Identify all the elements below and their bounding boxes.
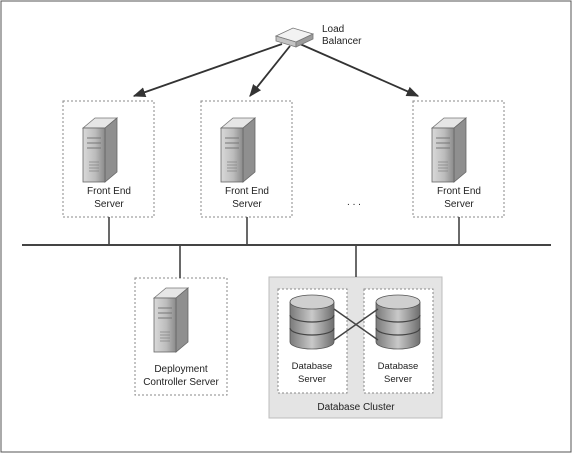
server-tower-icon <box>82 117 118 183</box>
front-end-label-line1: Front End <box>437 186 481 197</box>
front-end-label-line1: Front End <box>87 186 131 197</box>
server-tower-icon <box>153 287 189 353</box>
front-end-label-line2: Server <box>444 199 474 210</box>
database-server-label-line1: Database <box>292 361 333 372</box>
load-balancer-icon <box>274 27 315 48</box>
replication-link-2 <box>333 308 379 341</box>
database-server-label-line2: Server <box>298 374 326 385</box>
server-tower-icon <box>220 117 256 183</box>
ellipsis: . . . <box>347 197 361 208</box>
deployment-label-line1: Deployment <box>154 364 208 375</box>
front-end-label-line1: Front End <box>225 186 269 197</box>
load-balancer-label-line1: Load <box>322 24 344 35</box>
database-server-label-line2: Server <box>384 374 412 385</box>
front-end-label-line2: Server <box>94 199 124 210</box>
database-cluster-label: Database Cluster <box>317 402 395 413</box>
arrow-to-frontend-3 <box>299 43 420 97</box>
front-end-label-line2: Server <box>232 199 262 210</box>
load-balancer-label-line2: Balancer <box>322 36 362 47</box>
database-icon <box>289 294 335 350</box>
server-tower-icon <box>431 117 467 183</box>
arrow-to-frontend-2 <box>249 45 291 97</box>
deployment-label-line2: Controller Server <box>143 377 219 388</box>
database-icon <box>375 294 421 350</box>
database-server-label-line1: Database <box>378 361 419 372</box>
arrow-to-frontend-1 <box>132 43 283 97</box>
